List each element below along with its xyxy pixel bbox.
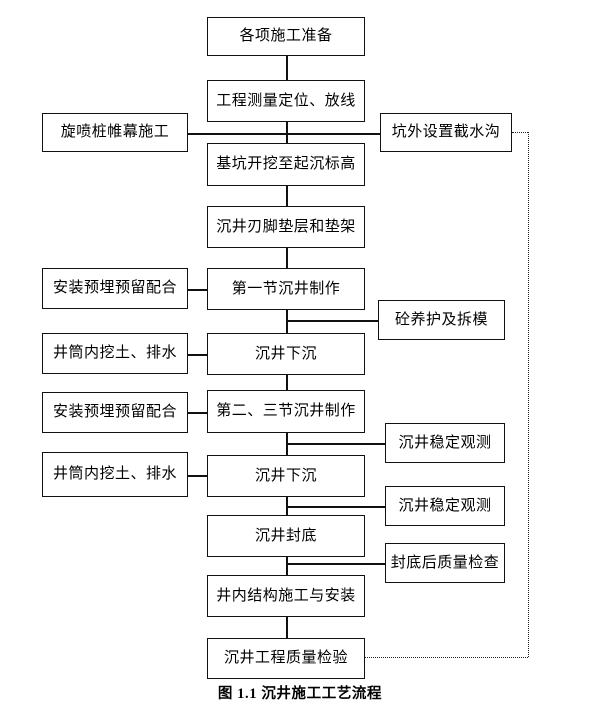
node-label: 井筒内挖土、排水	[52, 345, 177, 362]
node-label: 安装预埋预留配合	[52, 404, 177, 421]
connector-seal-bottom-to-inner	[286, 557, 288, 575]
process-node-survey[interactable]: 工程测量定位、放线	[207, 80, 365, 122]
process-node-excavate[interactable]: 基坑开挖至起沉标高	[207, 143, 365, 186]
node-label: 安装预埋预留配合	[52, 280, 177, 297]
connector-cushion-to-first-section	[286, 248, 288, 268]
connector-sink-1-to-second-section	[286, 375, 288, 390]
node-label: 沉井下沉	[254, 345, 317, 362]
support-node-right-stability-1[interactable]: 沉井稳定观测	[385, 423, 505, 463]
process-node-sink-1[interactable]: 沉井下沉	[207, 333, 365, 375]
connector-survey-to-junction	[286, 122, 288, 143]
figure-caption: 图 1.1 沉井施工工艺流程	[217, 686, 383, 702]
connector-junction-to-excavate	[286, 133, 288, 143]
connector-jet-grout-to-ditch	[188, 133, 380, 135]
node-label: 沉井稳定观测	[398, 497, 492, 514]
node-label: 砼养护及拆模	[394, 311, 488, 328]
support-node-left-embed-1[interactable]: 安装预埋预留配合	[42, 268, 188, 309]
node-label: 沉井工程质量检验	[223, 650, 348, 667]
node-label: 沉井下沉	[254, 467, 317, 484]
node-label: 基坑开挖至起沉标高	[216, 156, 356, 173]
connector-prep-to-survey	[286, 56, 288, 80]
node-label: 沉井封底	[254, 527, 317, 544]
node-label: 沉井稳定观测	[398, 434, 492, 451]
support-node-left-dig-water-1[interactable]: 井筒内挖土、排水	[42, 333, 188, 374]
feedback-line-top-segment	[512, 132, 528, 133]
node-label: 各项施工准备	[239, 28, 333, 45]
connector-excavate-to-cushion	[286, 186, 288, 206]
process-node-prep[interactable]: 各项施工准备	[207, 17, 365, 56]
node-label: 井筒内挖土、排水	[52, 466, 177, 483]
support-node-left-embed-2[interactable]: 安装预埋预留配合	[42, 392, 188, 433]
support-node-right-drainage-ditch[interactable]: 坑外设置截水沟	[380, 113, 512, 152]
node-label: 沉井刃脚垫层和垫架	[216, 218, 356, 235]
node-label: 封底后质量检查	[390, 554, 500, 571]
process-node-final-check[interactable]: 沉井工程质量检验	[207, 638, 365, 679]
support-node-right-cure-strip[interactable]: 砼养护及拆模	[378, 300, 505, 340]
connector-sink-2-to-stab-2	[286, 506, 385, 508]
node-label: 工程测量定位、放线	[216, 92, 356, 109]
support-node-left-jet-grout[interactable]: 旋喷桩帷幕施工	[42, 113, 188, 152]
support-node-left-dig-water-2[interactable]: 井筒内挖土、排水	[42, 452, 188, 497]
support-node-right-seal-quality[interactable]: 封底后质量检查	[385, 543, 505, 583]
connector-dig-1-to-sink-1	[188, 354, 207, 356]
connector-embed-2-to-second-section	[188, 412, 207, 414]
feedback-line-bottom-segment	[365, 657, 528, 658]
node-label: 井内结构施工与安装	[216, 587, 356, 604]
process-node-first-section[interactable]: 第一节沉井制作	[207, 268, 365, 310]
process-node-inner-structure[interactable]: 井内结构施工与安装	[207, 575, 365, 617]
connector-embed-1-to-first-section	[188, 289, 207, 291]
connector-first-section-to-cure	[286, 320, 378, 322]
connector-second-section-to-stab-1	[286, 443, 385, 445]
process-node-cushion[interactable]: 沉井刃脚垫层和垫架	[207, 206, 365, 248]
connector-seal-bottom-to-quality	[286, 563, 385, 565]
support-node-right-stability-2[interactable]: 沉井稳定观测	[385, 486, 505, 526]
node-label: 旋喷桩帷幕施工	[60, 124, 170, 141]
process-node-second-section[interactable]: 第二、三节沉井制作	[207, 390, 365, 433]
node-label: 第一节沉井制作	[231, 280, 341, 297]
node-label: 坑外设置截水沟	[391, 124, 501, 141]
node-label: 第二、三节沉井制作	[216, 403, 356, 420]
feedback-line-right-segment	[528, 132, 529, 657]
connector-dig-2-to-sink-2	[188, 475, 207, 477]
process-node-seal-bottom[interactable]: 沉井封底	[207, 515, 365, 557]
process-node-sink-2[interactable]: 沉井下沉	[207, 455, 365, 497]
connector-inner-to-final-check	[286, 617, 288, 638]
